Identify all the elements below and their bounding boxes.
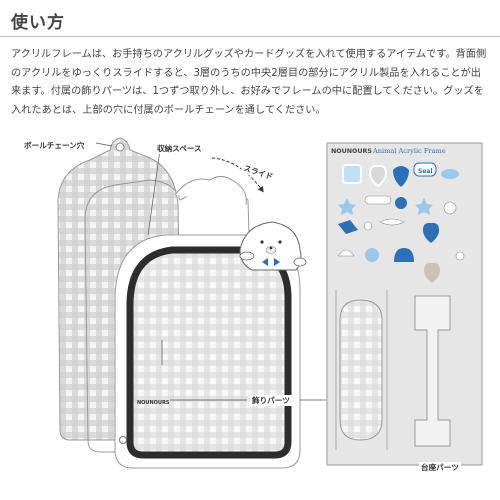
parts-sheet: NOUNOURS Animal Acrylic Frame Seal: [326, 142, 483, 466]
decoration-row-1: Seal: [342, 162, 459, 188]
middle-acrylic-layer: [84, 176, 256, 453]
description-text: アクリルフレームは、お手持ちのアクリルグッズやカードグッズを入れて使用するアイテ…: [11, 49, 487, 116]
frame-brand-text: NOUNOURS: [137, 400, 170, 406]
stand-parts-label: 台座パーツ: [419, 462, 461, 473]
page-title: 使い方: [11, 13, 65, 33]
sheet-product-text: Animal Acrylic Frame: [372, 147, 446, 155]
decoration-row-3: [338, 218, 439, 243]
decoration-row-4: [337, 248, 465, 283]
slide-arrow-icon: [211, 157, 264, 193]
sheet-brand-text: NOUNOURS: [331, 148, 372, 155]
seal-character-icon: [239, 221, 307, 271]
ball-chain-hole-label: ボールチェーン穴: [22, 140, 87, 151]
decoration-row-2: [338, 195, 457, 215]
front-frame: NOUNOURS: [114, 221, 307, 469]
decoration-parts-label: 飾りパーツ: [250, 395, 292, 406]
seal-sticker-text: Seal: [418, 168, 433, 175]
storage-space-label: 収納スペース: [155, 143, 204, 154]
stand-parts: [335, 290, 451, 450]
title-divider: [0, 36, 500, 37]
frame-bottom-hole-icon: [119, 436, 127, 444]
ball-chain-hole-icon: [115, 142, 125, 152]
